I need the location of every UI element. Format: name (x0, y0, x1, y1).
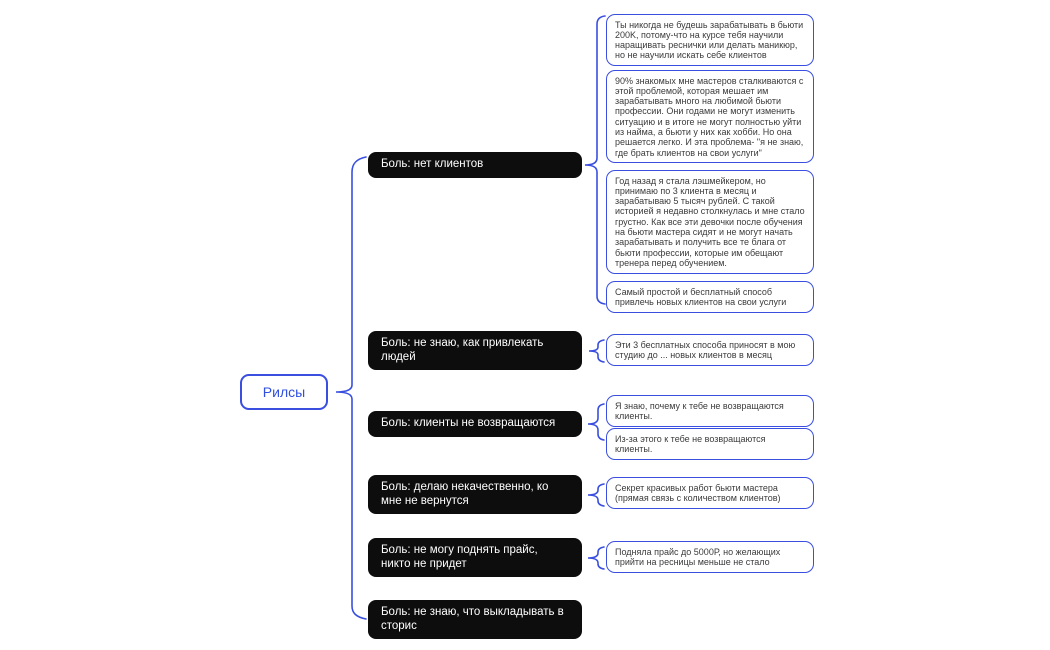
leaf-topic[interactable]: Самый простой и бесплатный способ привле… (606, 281, 814, 313)
leaf-topic[interactable]: Подняла прайс до 5000Р, но желающих прий… (606, 541, 814, 573)
root-topic[interactable]: Рилсы (240, 374, 328, 410)
branch-topic-clients-dont-return[interactable]: Боль: клиенты не возвращаются (368, 411, 582, 437)
branch-3-brace-connector (587, 403, 605, 441)
branch-topic-how-to-attract[interactable]: Боль: не знаю, как привлекать людей (368, 331, 582, 370)
root-brace-connector (335, 156, 367, 620)
leaf-topic[interactable]: Ты никогда не будешь зарабатывать в бьют… (606, 14, 814, 67)
leaf-topic[interactable]: Год назад я стала лэшмейкером, но приним… (606, 170, 814, 274)
branch-4-brace-connector (587, 483, 605, 507)
leaf-topic[interactable]: Эти 3 бесплатных способа приносят в мою … (606, 334, 814, 366)
leaf-topic[interactable]: 90% знакомых мне мастеров сталкиваются с… (606, 70, 814, 164)
branch-topic-what-to-post[interactable]: Боль: не знаю, что выкладывать в сторис (368, 600, 582, 639)
branch-5-brace-connector (587, 546, 605, 570)
leaf-topic[interactable]: Я знаю, почему к тебе не возвращаются кл… (606, 395, 814, 427)
leaf-topic[interactable]: Из-за этого к тебе не возвращаются клиен… (606, 428, 814, 460)
branch-topic-no-clients[interactable]: Боль: нет клиентов (368, 152, 582, 178)
branch-topic-low-quality[interactable]: Боль: делаю некачественно, ко мне не вер… (368, 475, 582, 514)
branch-topic-cant-raise-price[interactable]: Боль: не могу поднять прайс, никто не пр… (368, 538, 582, 577)
branch-1-brace-connector (584, 15, 606, 305)
branch-2-brace-connector (588, 339, 605, 363)
leaf-topic[interactable]: Секрет красивых работ бьюти мастера (пря… (606, 477, 814, 509)
